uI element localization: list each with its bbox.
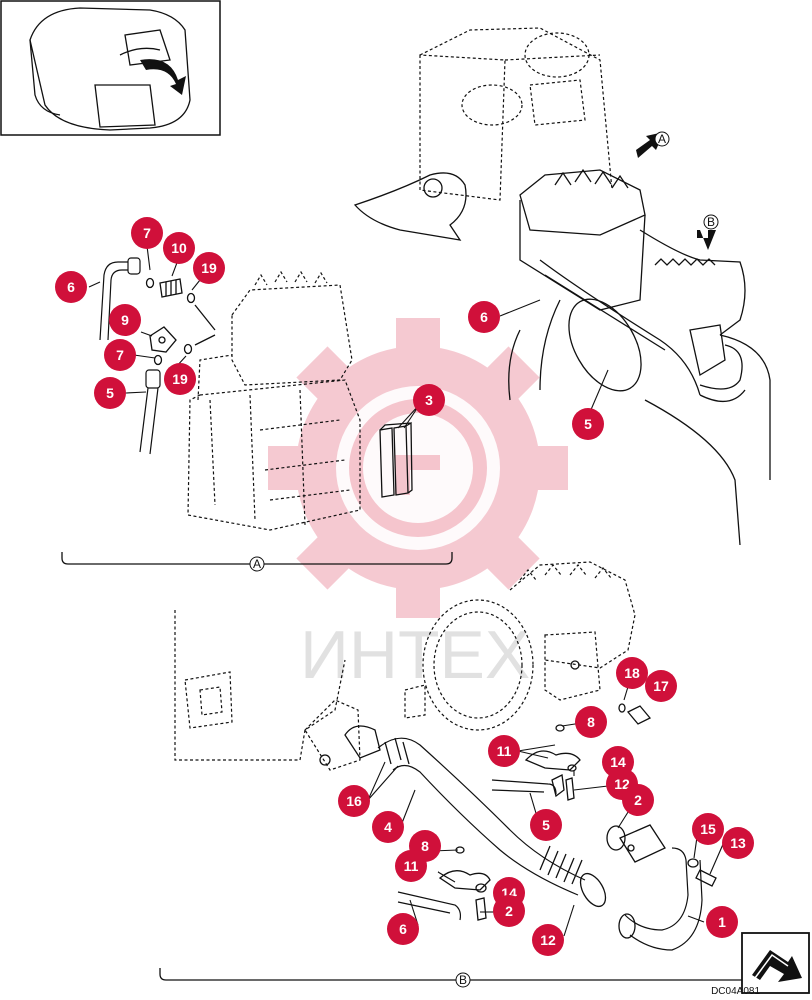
svg-text:6: 6	[399, 921, 407, 937]
svg-text:12: 12	[614, 776, 630, 792]
svg-text:1: 1	[718, 914, 726, 930]
overview-machine-illustration: A B	[353, 27, 771, 546]
view-b-frame-letter: B	[459, 973, 467, 987]
svg-text:2: 2	[505, 903, 513, 919]
svg-text:15: 15	[700, 821, 716, 837]
callout-19-lower: 19	[164, 363, 196, 395]
svg-text:5: 5	[584, 416, 592, 432]
callout-12-lower: 12	[532, 924, 564, 956]
callout-9: 9	[109, 304, 141, 336]
svg-text:11: 11	[497, 743, 512, 759]
watermark-gear-logo: ИНТЕХ	[268, 318, 568, 693]
view-a-frame-letter: A	[253, 557, 261, 571]
callout-5-view-b: 5	[530, 809, 562, 841]
callout-13: 13	[722, 827, 754, 859]
callout-11-lower: 11	[395, 850, 427, 882]
svg-text:5: 5	[106, 385, 114, 401]
svg-text:16: 16	[346, 793, 362, 809]
svg-text:8: 8	[421, 838, 429, 854]
svg-text:4: 4	[384, 819, 392, 835]
view-a-arrow-letter: A	[658, 132, 666, 146]
svg-text:3: 3	[425, 392, 433, 408]
svg-text:2: 2	[634, 792, 642, 808]
svg-text:8: 8	[587, 714, 595, 730]
callout-5-overview: 5	[572, 408, 604, 440]
svg-text:19: 19	[201, 260, 217, 276]
forward-direction-arrow-icon	[741, 932, 810, 994]
svg-text:7: 7	[116, 347, 124, 363]
callout-7-upper: 7	[131, 217, 163, 249]
callout-2-upper: 2	[622, 784, 654, 816]
callout-6-view-b: 6	[387, 913, 419, 945]
locator-thumbnail	[0, 0, 221, 136]
callout-6-view-a: 6	[55, 271, 87, 303]
callout-11-upper: 11	[488, 735, 520, 767]
callout-1: 1	[706, 906, 738, 938]
callout-2-lower: 2	[493, 895, 525, 927]
callout-10: 10	[163, 232, 195, 264]
svg-text:7: 7	[143, 225, 151, 241]
svg-text:6: 6	[480, 309, 488, 325]
watermark-text: ИНТЕХ	[300, 617, 530, 693]
svg-text:6: 6	[67, 279, 75, 295]
svg-text:11: 11	[404, 858, 419, 874]
svg-text:19: 19	[172, 371, 188, 387]
svg-text:9: 9	[121, 312, 129, 328]
svg-text:5: 5	[542, 817, 550, 833]
svg-text:13: 13	[730, 835, 746, 851]
svg-text:18: 18	[624, 665, 640, 681]
svg-text:14: 14	[610, 754, 626, 770]
drawing-code: DC04A081	[711, 986, 760, 997]
view-a-detail-illustration: A	[61, 257, 453, 572]
svg-text:12: 12	[540, 932, 556, 948]
callout-4: 4	[372, 811, 404, 843]
callout-5-view-a: 5	[94, 377, 126, 409]
view-b-arrow-letter: B	[707, 215, 715, 229]
svg-text:17: 17	[653, 678, 669, 694]
callout-6-overview: 6	[468, 301, 500, 333]
callout-17: 17	[645, 670, 677, 702]
svg-text:10: 10	[171, 240, 187, 256]
callout-8-upper: 8	[575, 706, 607, 738]
callout-19-upper: 19	[193, 252, 225, 284]
callout-15: 15	[692, 813, 724, 845]
callout-3: 3	[413, 384, 445, 416]
callout-18: 18	[616, 657, 648, 689]
callout-7-lower: 7	[104, 339, 136, 371]
callout-16: 16	[338, 785, 370, 817]
